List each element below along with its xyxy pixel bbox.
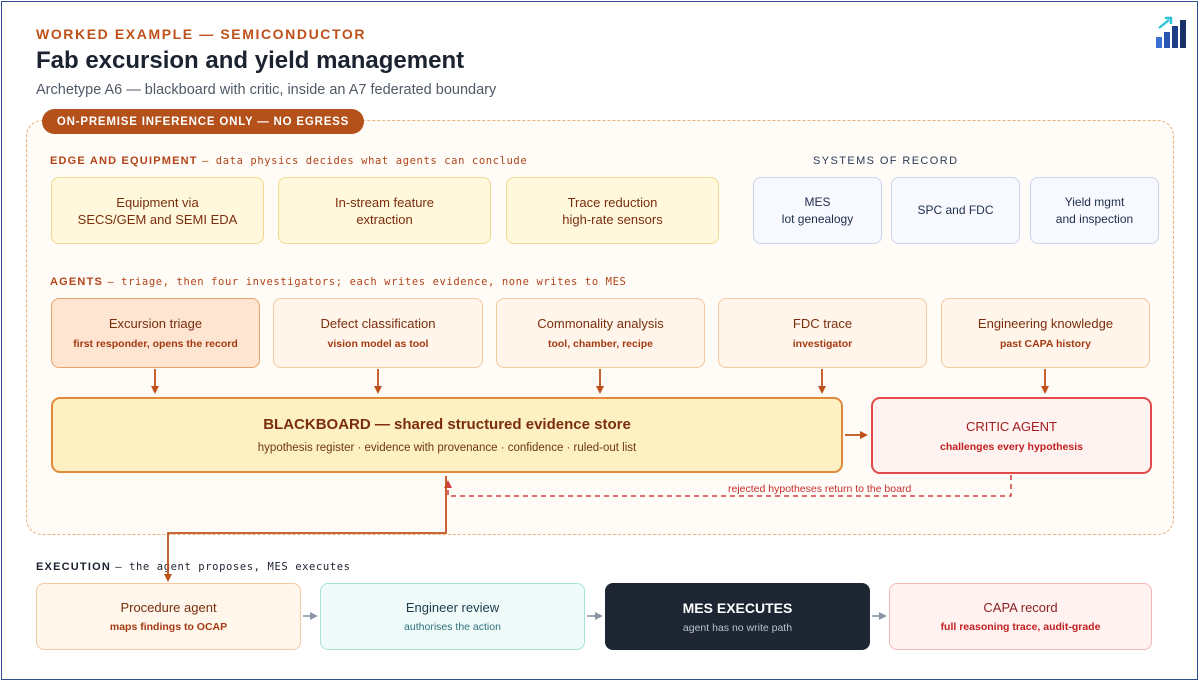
exec-title: CAPA record <box>983 600 1058 615</box>
exec-title: MES EXECUTES <box>682 599 793 616</box>
eyebrow: WORKED EXAMPLE — SEMICONDUCTOR <box>36 26 367 42</box>
edge-box-line2: SECS/GEM and SEMI EDA <box>77 211 238 227</box>
system-box-yield: Yield mgmt and inspection <box>1030 177 1159 244</box>
blackboard-title: BLACKBOARD — shared structured evidence … <box>263 416 631 433</box>
exec-detail: authorises the action <box>404 621 501 633</box>
system-box-spc-fdc: SPC and FDC <box>891 177 1020 244</box>
edge-box-line1: Trace reduction <box>567 194 658 210</box>
agent-detail: first responder, opens the record <box>73 338 238 350</box>
edge-box-line1: In-stream feature <box>335 194 434 210</box>
arrow-board-to-execution <box>164 476 447 582</box>
exec-detail: full reasoning trace, audit-grade <box>940 621 1101 633</box>
agents-note: — triage, then four investigators; each … <box>107 276 627 288</box>
agent-fdc-trace: FDC trace investigator <box>718 298 927 368</box>
agent-title: Excursion triage <box>108 316 203 331</box>
exec-title: Engineer review <box>405 600 500 615</box>
systems-heading: SYSTEMS OF RECORD <box>813 155 959 167</box>
execution-section-label: EXECUTION — the agent proposes, MES exec… <box>36 561 351 573</box>
execution-heading: EXECUTION <box>36 561 111 573</box>
blackboard-store: BLACKBOARD — shared structured evidence … <box>51 397 843 473</box>
exec-detail: agent has no write path <box>682 621 793 634</box>
agent-engineering-knowledge: Engineering knowledge past CAPA history <box>941 298 1150 368</box>
agent-title: Commonality analysis <box>537 316 664 331</box>
exec-title: Procedure agent <box>120 600 217 615</box>
agent-detail: investigator <box>792 338 853 350</box>
edge-box-line2: high-rate sensors <box>562 211 663 227</box>
execution-note: — the agent proposes, MES executes <box>115 561 351 573</box>
critic-title: CRITIC AGENT <box>965 418 1057 434</box>
exec-mes-executes: MES EXECUTES agent has no write path <box>605 583 870 650</box>
agent-detail: past CAPA history <box>999 338 1091 350</box>
agent-title: Engineering knowledge <box>977 316 1114 331</box>
agent-detail: vision model as tool <box>327 338 429 350</box>
critic-agent: CRITIC AGENT challenges every hypothesis <box>871 397 1152 474</box>
system-box-line2: lot genealogy <box>781 211 854 226</box>
exec-detail: maps findings to OCAP <box>109 621 228 633</box>
system-box-line2: and inspection <box>1055 211 1134 226</box>
system-box-mes: MES lot genealogy <box>753 177 882 244</box>
edge-heading: EDGE AND EQUIPMENT <box>50 155 198 167</box>
edge-box-feature-extraction: In-stream feature extraction <box>278 177 491 244</box>
agent-commonality-analysis: Commonality analysis tool, chamber, reci… <box>496 298 705 368</box>
system-box-line1: SPC and FDC <box>917 203 994 217</box>
agent-title: Defect classification <box>320 316 436 331</box>
edge-box-line1: Equipment via <box>116 194 199 210</box>
system-box-line1: Yield mgmt <box>1064 194 1125 209</box>
feedback-label: rejected hypotheses return to the board <box>728 483 912 495</box>
exec-procedure-agent: Procedure agent maps findings to OCAP <box>36 583 301 650</box>
agents-section-label: AGENTS — triage, then four investigators… <box>50 276 626 288</box>
agent-defect-classification: Defect classification vision model as to… <box>273 298 483 368</box>
edge-note: — data physics decides what agents can c… <box>201 155 528 167</box>
system-box-line1: MES <box>804 194 831 209</box>
critic-detail: challenges every hypothesis <box>940 440 1083 453</box>
exec-engineer-review: Engineer review authorises the action <box>320 583 585 650</box>
agents-heading: AGENTS <box>50 276 104 288</box>
edge-box-equipment: Equipment via SECS/GEM and SEMI EDA <box>51 177 264 244</box>
page-subtitle: Archetype A6 — blackboard with critic, i… <box>36 82 497 98</box>
agent-excursion-triage: Excursion triage first responder, opens … <box>51 298 260 368</box>
blackboard-detail: hypothesis register · evidence with prov… <box>257 442 637 454</box>
page-title: Fab excursion and yield management <box>36 47 465 74</box>
edge-section-label: EDGE AND EQUIPMENT — data physics decide… <box>50 155 527 167</box>
agent-title: FDC trace <box>792 316 853 331</box>
agent-detail: tool, chamber, recipe <box>547 338 654 350</box>
exec-capa-record: CAPA record full reasoning trace, audit-… <box>889 583 1152 650</box>
arrow-critic-feedback <box>444 475 1012 497</box>
edge-box-trace-reduction: Trace reduction high-rate sensors <box>506 177 719 244</box>
boundary-pill: ON-PREMISE INFERENCE ONLY — NO EGRESS <box>42 109 364 134</box>
bar-chart-trend-icon <box>1156 16 1186 48</box>
edge-box-line2: extraction <box>356 211 413 227</box>
